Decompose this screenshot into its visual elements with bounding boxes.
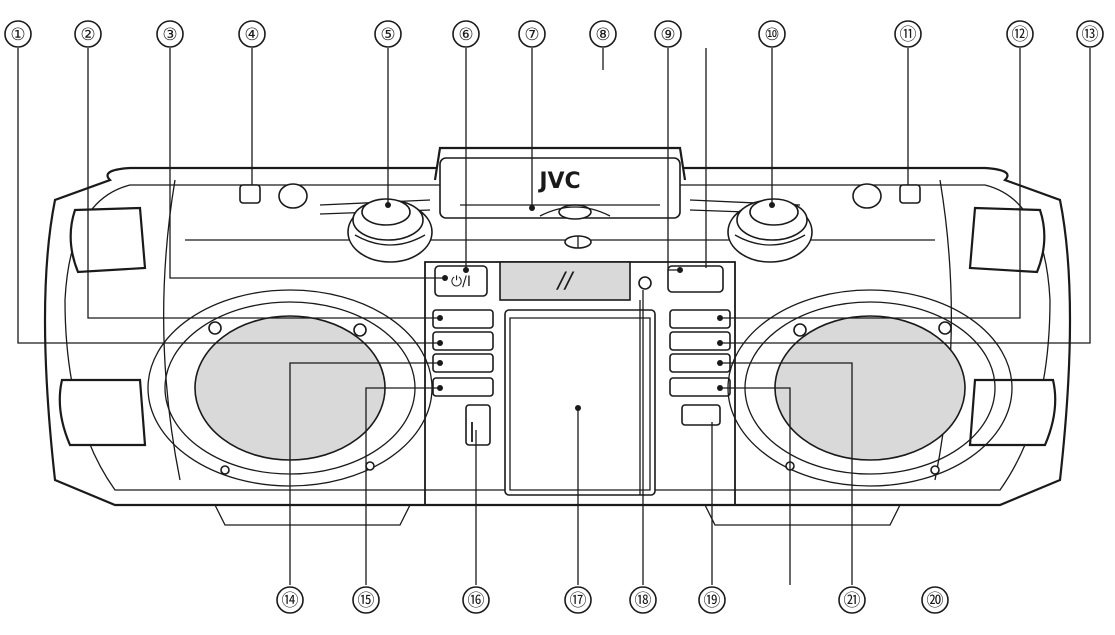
callout-1: ① (4, 20, 32, 48)
right-bumpers (968, 206, 1057, 447)
callout-3: ③ (156, 20, 184, 48)
svg-text:⑭: ⑭ (282, 591, 299, 611)
svg-text:④: ④ (244, 25, 259, 45)
callout-15: ⑮ (352, 586, 380, 614)
callout-20: ⑳ (921, 586, 949, 614)
svg-text:③: ③ (162, 25, 177, 45)
callout-14: ⑭ (276, 586, 304, 614)
svg-text:⑥: ⑥ (458, 25, 473, 45)
callouts: ① ② ③ ④ ⑤ ⑥ ⑦ ⑧ ⑨ ⑩ ⑪ ⑫ ⑬ ⑭ ⑮ ⑯ ⑰ ⑱ ⑲ ㉑ … (4, 20, 1104, 614)
leader-lines (17, 48, 1091, 585)
center-panel: ⏻/I // (424, 261, 736, 506)
callout-5: ⑤ (374, 20, 402, 48)
svg-text:⑳: ⑳ (927, 591, 944, 611)
svg-text:⑫: ⑫ (1012, 25, 1029, 45)
svg-text:⑯: ⑯ (468, 591, 485, 611)
callout-2: ② (74, 20, 102, 48)
callout-13: ⑬ (1076, 20, 1104, 48)
callout-19: ⑲ (698, 586, 726, 614)
svg-text:⑬: ⑬ (1082, 25, 1099, 45)
svg-text:①: ① (10, 25, 25, 45)
callout-21: ㉑ (838, 586, 866, 614)
callout-12: ⑫ (1006, 20, 1034, 48)
callout-4: ④ (238, 20, 266, 48)
top-right-controls (689, 183, 921, 263)
callout-7: ⑦ (518, 20, 546, 48)
display-window (499, 261, 631, 301)
svg-text:②: ② (80, 25, 95, 45)
top-left-controls (239, 183, 433, 263)
svg-text:㉑: ㉑ (844, 591, 861, 611)
power-symbol: ⏻/I (451, 274, 471, 290)
svg-text:⑰: ⑰ (570, 591, 587, 611)
callout-8: ⑧ (589, 20, 617, 48)
callout-10: ⑩ (758, 20, 786, 48)
svg-text:⑧: ⑧ (595, 25, 610, 45)
display-text: // (556, 269, 575, 294)
feet (214, 504, 901, 526)
svg-text:⑤: ⑤ (380, 25, 395, 45)
brand-logo: JVC (537, 169, 580, 194)
svg-text:⑦: ⑦ (524, 25, 539, 45)
callout-11: ⑪ (894, 20, 922, 48)
callout-17: ⑰ (564, 586, 592, 614)
svg-text:⑪: ⑪ (900, 25, 917, 45)
callout-6: ⑥ (452, 20, 480, 48)
top-handle: JVC (433, 146, 687, 249)
callout-18: ⑱ (629, 586, 657, 614)
svg-text:⑱: ⑱ (635, 591, 652, 611)
svg-text:⑨: ⑨ (660, 25, 675, 45)
callout-16: ⑯ (462, 586, 490, 614)
svg-text:⑩: ⑩ (764, 25, 779, 45)
callout-9: ⑨ (654, 20, 682, 48)
left-bumpers (58, 206, 147, 447)
svg-text:⑮: ⑮ (358, 591, 375, 611)
svg-text:⑲: ⑲ (704, 591, 721, 611)
